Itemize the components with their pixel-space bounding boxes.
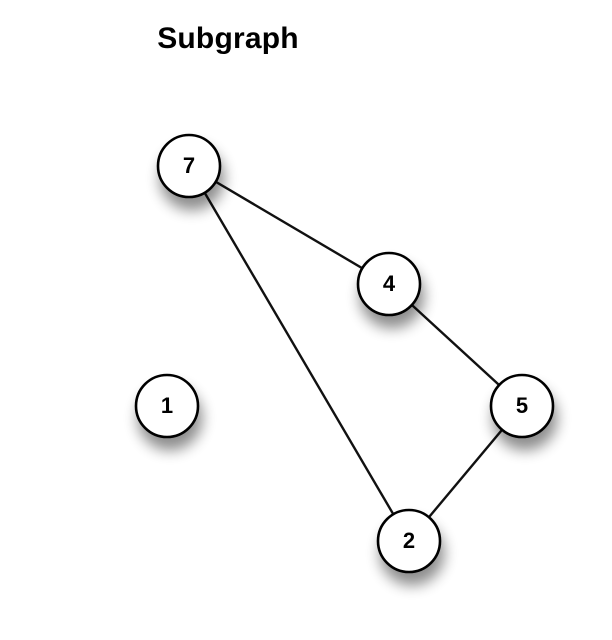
node-5-circle xyxy=(489,373,555,439)
node-4: 4 xyxy=(356,251,422,317)
node-1: 1 xyxy=(134,373,200,439)
diagram-title: Subgraph xyxy=(157,22,299,55)
node-4-label: 4 xyxy=(383,271,396,296)
node-2-circle xyxy=(376,508,442,574)
node-7: 7 xyxy=(156,133,222,199)
node-4-circle xyxy=(356,251,422,317)
node-1-label: 1 xyxy=(161,393,173,418)
edges-layer xyxy=(187,164,523,542)
edge-7-2 xyxy=(187,165,411,542)
edge-7-4 xyxy=(188,164,390,286)
node-2: 2 xyxy=(376,508,442,574)
node-2-label: 2 xyxy=(403,528,415,553)
nodes-layer: 7 4 1 5 2 xyxy=(134,133,555,574)
node-5: 5 xyxy=(489,373,555,439)
node-7-label: 7 xyxy=(183,153,195,178)
node-1-circle xyxy=(134,373,200,439)
node-7-circle xyxy=(156,133,222,199)
node-5-label: 5 xyxy=(516,393,528,418)
